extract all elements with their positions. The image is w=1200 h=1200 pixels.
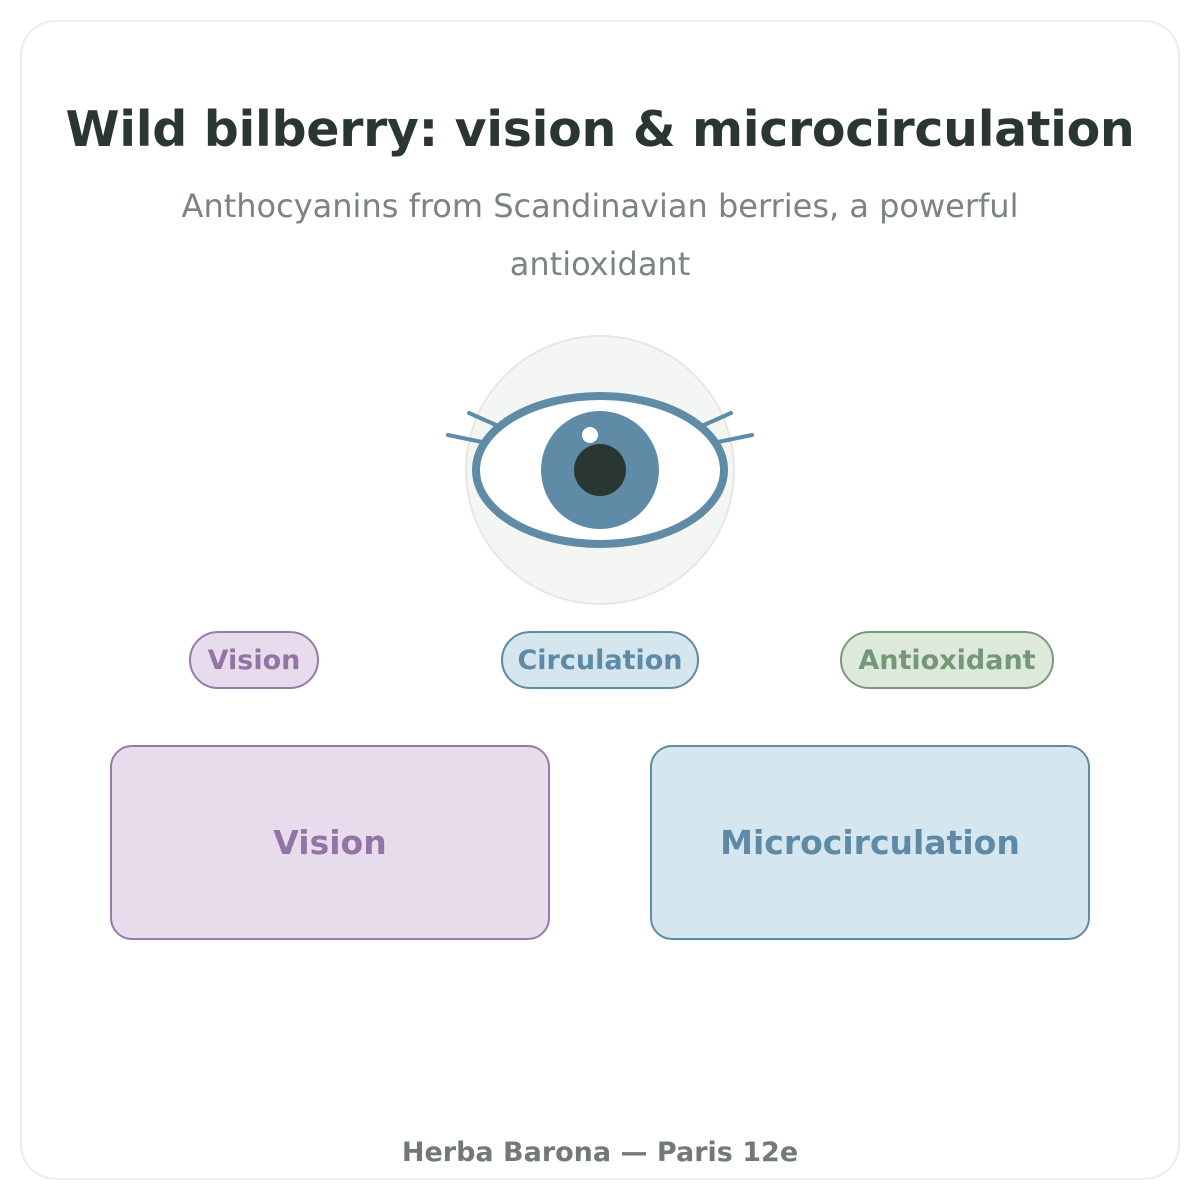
- eye-illustration: [440, 330, 760, 610]
- footer-text: Herba Barona — Paris 12e: [401, 1137, 799, 1168]
- page-title: Wild bilberry: vision & microcirculation: [65, 101, 1135, 158]
- eye-icon: [446, 335, 754, 605]
- tag-vision: Vision: [189, 631, 319, 689]
- benefit-label-microcirculation: Microcirculation: [720, 823, 1020, 862]
- benefit-box-vision: Vision: [110, 745, 550, 940]
- page-subtitle: Anthocyanins from Scandinavian berries, …: [181, 187, 1019, 283]
- tag-antioxidant: Antioxidant: [840, 631, 1054, 689]
- benefit-box-microcirculation: Microcirculation: [650, 745, 1090, 940]
- tag-circulation: Circulation: [501, 631, 699, 689]
- benefit-label-vision: Vision: [273, 823, 387, 862]
